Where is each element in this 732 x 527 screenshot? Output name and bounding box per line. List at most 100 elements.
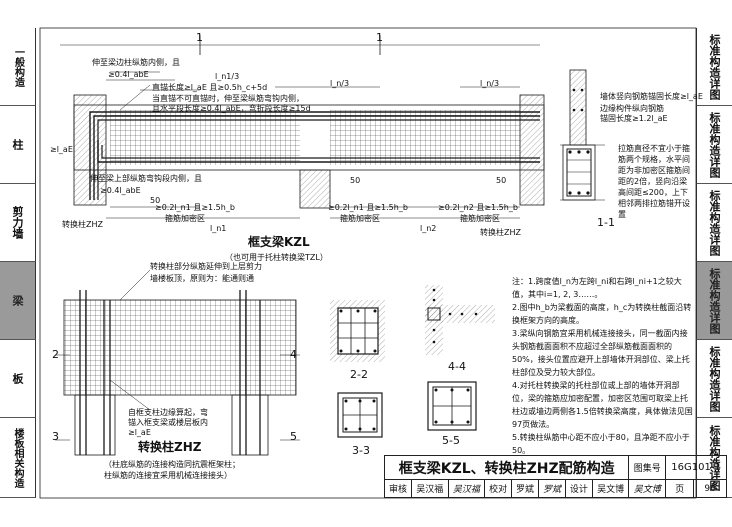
section-5-5: [427, 381, 477, 431]
stirrup-zone-2: [330, 110, 520, 165]
atlas-number: 16G101-1: [665, 455, 727, 480]
notes-head: 注：: [512, 277, 528, 286]
right-tab-label: 标准构造详图: [708, 345, 721, 412]
right-tab-3[interactable]: 标准构造详图: [696, 184, 732, 262]
zhz-mid-note-2: 锚入框支梁或楼层板内: [128, 418, 208, 427]
left-tab-label: 梁: [11, 295, 24, 306]
note-item: 3.梁纵向钢筋宜采用机械连接接头，同一截面内接头钢筋截面面积不应超过全部纵筋截面…: [512, 329, 690, 377]
zhz-subtitle-1: （柱底纵筋的连接构造同抗震框架柱；: [104, 460, 240, 469]
right-tab-5[interactable]: 标准构造详图: [696, 340, 732, 418]
right-tab-label: 标准构造详图: [708, 267, 721, 334]
left-tab-general-label: 一般构造: [12, 47, 24, 87]
dim-50-a: 50: [150, 196, 161, 205]
left-tab-label: 板: [11, 373, 24, 384]
right-tab-label: 标准构造详图: [708, 33, 721, 100]
review-signature: 吴汉福: [447, 479, 486, 498]
sheet-border: [39, 27, 697, 499]
dense-label-2: 箍筋加密区: [340, 214, 380, 223]
left-tab-label: 一般构造: [12, 46, 24, 87]
left-tab-column[interactable]: 柱: [0, 106, 36, 184]
dense-zone-3: ≥0.2l_n2 且≥1.5h_b: [438, 203, 518, 212]
dense-label-3: 箍筋加密区: [460, 214, 500, 223]
top-bar: [93, 115, 540, 200]
zhz-mid-note-3: ≥l_aE: [128, 428, 151, 437]
left-tab-label: 剪力墙: [11, 206, 24, 239]
left-tab-beam[interactable]: 梁: [0, 262, 36, 340]
design-label: 设计: [564, 479, 593, 498]
zhz-mid-note-1: 自框支柱边缘算起，弯: [128, 408, 208, 417]
right-column: [519, 94, 545, 206]
top-bar: [97, 119, 540, 200]
kzl-subtitle: （也可用于托柱转换梁TZL）: [225, 253, 328, 262]
note-top-2: ≥0.4l_abE: [108, 70, 149, 79]
left-tab-label: 楼板相关构造: [12, 427, 23, 488]
design-notes: 注：1.跨度值l_n为左跨l_ni和右跨l_ni+1之较大值，其中i=1, 2,…: [512, 275, 694, 457]
rib-note: 拉筋直径不宜小于箍筋两个规格，水平间距为非加密区箍筋间距的2倍，竖向沿梁高间距≤…: [618, 144, 690, 219]
zhz-elevation: [55, 269, 300, 456]
dim-50-c: 50: [496, 176, 507, 185]
right-tab-1[interactable]: 标准构造详图: [696, 28, 732, 106]
zhz-beam: [63, 299, 297, 396]
stirrup: [566, 148, 592, 197]
left-tab-slab[interactable]: 板: [0, 340, 36, 418]
mark-3: 3: [52, 430, 59, 443]
note-item: 4.对托柱转换梁的托柱部位或上部的墙体开洞部位，梁的箍筋应加密配置，加密区范围可…: [512, 381, 693, 429]
bottom-bar: [97, 140, 540, 163]
bottom-bar: [101, 145, 540, 159]
stirrup-zone-1: [110, 110, 300, 165]
note-item: 5.转换柱纵筋中心距不应小于80，且净距不应小于50。: [512, 433, 690, 455]
zhz-column: [74, 394, 116, 456]
dim-50-b: 50: [350, 176, 361, 185]
section-5-5-label: 5-5: [442, 434, 460, 447]
left-tab-general[interactable]: 一般构造: [0, 28, 36, 106]
right-tab-2[interactable]: 标准构造详图: [696, 106, 732, 184]
section-4-4: [425, 285, 495, 355]
right-section-tabs: 标准构造详图 标准构造详图 标准构造详图 标准构造详图 标准构造详图 标准构造详…: [696, 28, 732, 498]
section-3-3: [337, 392, 383, 438]
kzl-elevation: [60, 35, 545, 219]
wall-above: [569, 69, 587, 146]
drawing-title: 框支梁KZL、转换柱ZHZ配筋构造: [383, 455, 630, 480]
mark-1-left: 1: [196, 31, 203, 44]
atlas-label: 图集号: [628, 455, 667, 480]
note-item: 1.跨度值l_n为左跨l_ni和右跨l_ni+1之较大值，其中i=1, 2, 3…: [512, 277, 682, 299]
note-top-3: 直锚长度≥l_aE 且≥0.5h_c+5d: [152, 83, 268, 92]
ln1-third-label: l_n1/3: [215, 72, 240, 81]
note-bot-2: ≥0.4l_abE: [100, 186, 141, 195]
mark-1-right: 1: [376, 31, 383, 44]
zhz-beam-mesh: [64, 300, 296, 395]
design-name: 吴文博: [591, 479, 630, 498]
wall-note-3: 锚固长度≥1.2l_aE: [600, 114, 668, 123]
note-top-5: 且水平段长度≥0.4l_abE，弯折段长度≥15d: [152, 104, 311, 113]
note-bot-1: 伸至梁上部纵筋弯钩段内侧，且: [90, 174, 202, 183]
left-section-tabs: 一般构造 柱 剪力墙 梁 板 楼板相关构造: [0, 28, 36, 498]
page-number: 96: [693, 479, 727, 498]
section-1-1: [560, 69, 605, 201]
zhz-subtitle-2: 柱纵筋的连接宜采用机械连接接头）: [104, 471, 232, 480]
section-2-2: [330, 300, 385, 362]
note-top-1: 伸至梁边柱纵筋内侧，且: [92, 58, 180, 67]
section-3-3-label: 3-3: [352, 444, 370, 457]
ln-third-label-left: l_n/3: [330, 79, 350, 88]
left-tab-shear-wall[interactable]: 剪力墙: [0, 184, 36, 262]
mark-4: 4: [290, 348, 297, 361]
page-label: 页: [665, 479, 695, 498]
note-top-4: 当直锚不可直锚时，伸至梁纵筋弯钩内侧，: [152, 94, 304, 103]
zhz-top-note-1: 转换柱部分纵筋延伸到上层剪力: [150, 262, 262, 271]
section-2-2-label: 2-2: [350, 368, 368, 381]
wall-note-2: 边缘构件纵向钢筋: [600, 104, 664, 113]
zhz-top-note-2: 墙楼板顶，原则为：能通则通: [150, 274, 254, 283]
l-ae-label: ≥l_aE: [50, 145, 73, 154]
left-tab-slab-related[interactable]: 楼板相关构造: [0, 418, 36, 498]
zhz-label-left: 转换柱ZHZ: [62, 220, 103, 229]
check-signature: 罗斌: [537, 479, 566, 498]
right-tab-4[interactable]: 标准构造详图: [696, 262, 732, 340]
right-tab-label: 标准构造详图: [708, 189, 721, 256]
review-name: 吴汉福: [410, 479, 449, 498]
zhz-label-right: 转换柱ZHZ: [480, 228, 521, 237]
mid-column: [299, 169, 331, 209]
zhz-column-right: [231, 394, 269, 456]
design-signature: 吴文博: [628, 479, 667, 498]
section-bars: [568, 88, 590, 195]
